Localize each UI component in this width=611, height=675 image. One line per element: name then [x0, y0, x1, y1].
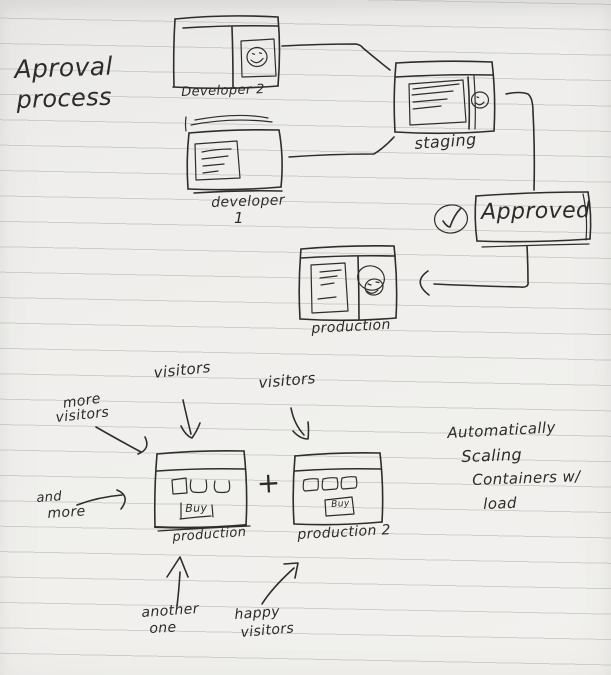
production-label: production [310, 316, 392, 337]
smiley-icon [357, 265, 385, 296]
connector-staging-approved [505, 91, 536, 191]
another-one-label-line2: one [148, 619, 178, 637]
developer2-window-sketch [172, 15, 281, 90]
page-title-line2: process [15, 82, 113, 114]
page-title-line1: Aproval [13, 51, 114, 84]
smiley-icon [470, 91, 490, 109]
approved-label: Approved [480, 198, 591, 225]
happy-visitors-arrow [261, 562, 299, 605]
and-more-label-line2: more [46, 503, 87, 522]
production1-container-sketch [153, 450, 251, 532]
developer1-label-line2: 1 [234, 209, 244, 227]
buy-button-sketch [179, 502, 214, 520]
developer2-label: Developer 2 [180, 82, 266, 100]
another-one-label-line1: another [140, 600, 200, 621]
developer1-window-sketch [184, 114, 283, 194]
connector-approved-production-arrow [419, 245, 529, 296]
developer1-label-line1: developer [210, 192, 286, 211]
auto-scaling-label-line4: load [482, 493, 518, 513]
more-visitors-arrow [95, 426, 148, 455]
visitors-arrow-2 [290, 407, 310, 440]
and-more-label-line1: and [35, 489, 63, 506]
staging-window-sketch [393, 60, 496, 135]
production1-buy-label: Buy [184, 501, 208, 515]
plus-sign: + [255, 465, 282, 500]
production-window-sketch [298, 245, 398, 322]
smiley-icon [246, 46, 268, 68]
approved-box-sketch [474, 191, 592, 248]
staging-label: staging [413, 129, 478, 153]
buy-button-sketch [324, 496, 355, 517]
visitors-arrow-1 [180, 399, 201, 439]
another-one-arrow [166, 556, 189, 607]
happy-visitors-label-line1: happy [233, 603, 281, 623]
checkmark-icon [433, 204, 469, 234]
production2-buy-label: Buy [330, 498, 350, 510]
auto-scaling-label-line3: Containers w/ [471, 467, 581, 489]
connector-developer2-staging [281, 43, 391, 71]
auto-scaling-label-line2: Scaling [460, 444, 523, 466]
and-more-arrow [76, 489, 126, 510]
production2-container-sketch [292, 452, 384, 526]
connector-developer1-staging [288, 136, 395, 158]
